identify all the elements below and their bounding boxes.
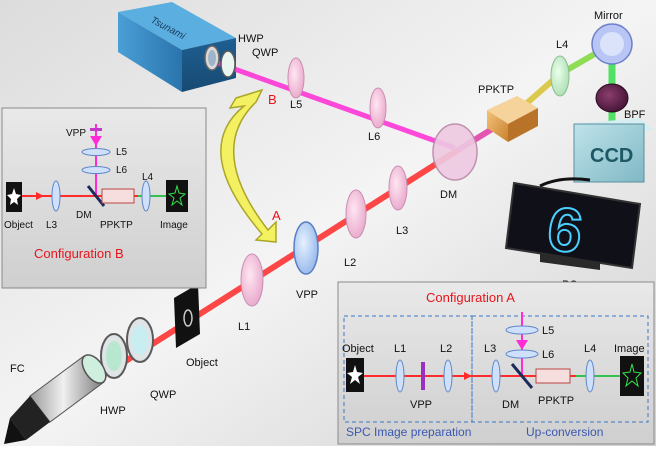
- config-a-l3: [491, 359, 501, 393]
- configuration-b-panel: VPP L5 L6 L4 Object L3 DM PPKTP Image Co…: [1, 107, 207, 289]
- config-b-l5-label: L5: [116, 147, 128, 158]
- fiber-collimator: [4, 354, 107, 444]
- config-a-image: [620, 356, 644, 396]
- l3-label: L3: [396, 225, 408, 237]
- qwp-top-label: QWP: [252, 47, 278, 59]
- configuration-a-panel: Configuration A Ob: [337, 281, 655, 445]
- config-a-l6-label: L6: [542, 349, 554, 361]
- fc-label: FC: [10, 363, 25, 375]
- qwp-top: [220, 50, 236, 78]
- dichroic-mirror: [432, 123, 478, 181]
- config-a-l3-label: L3: [484, 343, 496, 355]
- lens-l1: [240, 253, 264, 307]
- config-b-image: [166, 180, 188, 212]
- point-a-label: A: [272, 208, 281, 223]
- config-a-ppktp: [535, 368, 571, 384]
- config-b-l6: [81, 166, 111, 174]
- config-a-l5-label: L5: [542, 325, 554, 337]
- pc-monitor: 6: [504, 181, 642, 270]
- object-plate: [174, 284, 200, 348]
- config-a-l2-label: L2: [440, 343, 452, 355]
- mirror-label: Mirror: [594, 10, 623, 22]
- config-b-l3: [51, 180, 61, 212]
- config-b-l4: [141, 180, 151, 212]
- config-b-ppktp: [101, 188, 135, 204]
- config-b-ppktp-label: PPKTP: [100, 220, 133, 231]
- config-a-l1: [395, 359, 405, 393]
- ppktp-crystal: [487, 96, 538, 142]
- config-a-prep-box: [343, 315, 473, 423]
- hwp-top-label: HWP: [238, 33, 264, 45]
- ccd-cable: [539, 177, 591, 188]
- config-b-vpp-label: VPP: [66, 128, 86, 139]
- object-label: Object: [186, 357, 218, 369]
- qwp-bottom-label: QWP: [150, 389, 176, 401]
- config-a-vpp-label: VPP: [410, 399, 432, 411]
- lens-l6: [369, 87, 387, 129]
- ccd-text: CCD: [590, 145, 633, 167]
- config-b-l5: [81, 148, 111, 156]
- config-a-l4-label: L4: [584, 343, 596, 355]
- config-a-dm: [510, 363, 534, 389]
- l1-label: L1: [238, 321, 250, 333]
- config-a-l4: [585, 359, 595, 393]
- pump-beam: [214, 59, 456, 151]
- config-a-object-label: Object: [342, 343, 374, 355]
- l6-label: L6: [368, 131, 380, 143]
- hwp-bottom-label: HWP: [100, 405, 126, 417]
- config-a-ppktp-label: PPKTP: [538, 395, 574, 407]
- hwp-top: [204, 45, 220, 71]
- config-a-section-left: SPC Image preparation: [346, 425, 471, 439]
- config-b-image-label: Image: [160, 220, 188, 231]
- config-a-vpp: [421, 362, 425, 390]
- l5-label: L5: [290, 99, 302, 111]
- hwp-bottom: [100, 333, 128, 379]
- config-b-object-label: Object: [4, 220, 33, 231]
- config-b-title: Configuration B: [34, 246, 124, 261]
- dm-label: DM: [440, 189, 457, 201]
- config-a-l1-label: L1: [394, 343, 406, 355]
- l4-label: L4: [556, 39, 568, 51]
- config-a-l6: [505, 349, 539, 359]
- config-a-dm-label: DM: [502, 399, 519, 411]
- config-b-l6-label: L6: [116, 165, 128, 176]
- config-b-l3-label: L3: [46, 220, 58, 231]
- config-b-vpp: [90, 128, 102, 131]
- config-b-dm-label: DM: [76, 210, 92, 221]
- flip-arrow: [220, 88, 277, 243]
- config-b-l4-label: L4: [142, 172, 154, 183]
- lens-l5: [287, 57, 305, 99]
- l2-label: L2: [344, 257, 356, 269]
- config-a-image-label: Image: [614, 343, 645, 355]
- ccd-camera: CCD: [573, 118, 654, 183]
- bpf-label: BPF: [624, 109, 646, 121]
- vpp-label: VPP: [296, 289, 318, 301]
- band-pass-filter: [595, 83, 629, 113]
- config-b-dm: [86, 185, 106, 207]
- config-a-title: Configuration A: [426, 290, 515, 305]
- config-a-l5: [505, 325, 539, 335]
- config-a-upconv-box: [471, 315, 649, 423]
- lens-l2: [345, 189, 367, 239]
- config-a-section-right: Up-conversion: [526, 425, 603, 439]
- lens-l3: [388, 165, 408, 211]
- point-b-label: B: [268, 92, 277, 107]
- ppktp-label: PPKTP: [478, 84, 514, 96]
- vortex-phase-plate: [293, 221, 319, 275]
- config-a-l2: [443, 359, 453, 393]
- qwp-bottom: [126, 317, 154, 363]
- lens-l4: [550, 55, 570, 97]
